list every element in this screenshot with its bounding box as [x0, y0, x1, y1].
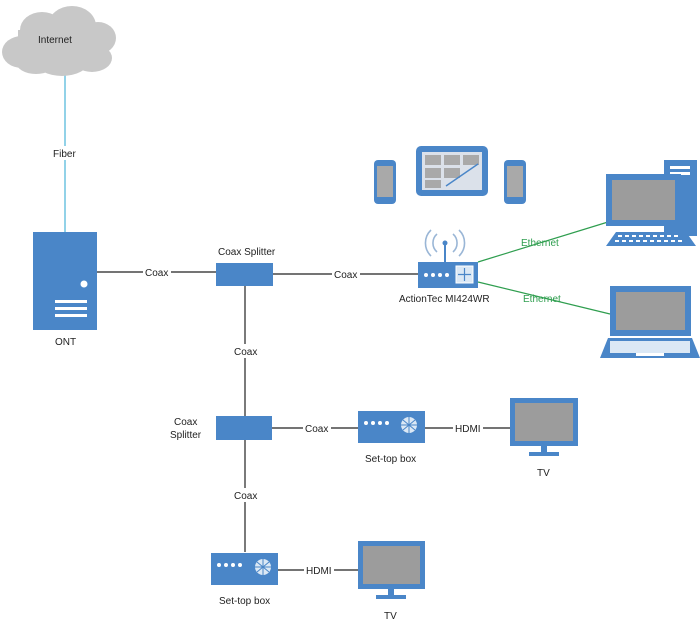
phone-icon-right: [504, 160, 526, 204]
tv-1-icon: [510, 398, 578, 456]
router-icon: [418, 229, 478, 288]
tv-2-icon: [358, 541, 425, 599]
ont-label: ONT: [55, 337, 76, 348]
ethernet-label-laptop: Ethernet: [523, 294, 561, 305]
coax-splitter-top: [216, 263, 273, 286]
coax-splitter-top-label: Coax Splitter: [218, 247, 276, 258]
set-top-box-2-label: Set-top box: [219, 596, 270, 607]
hdmi-label-2: HDMI: [306, 566, 332, 577]
tv-2-label: TV: [384, 611, 397, 622]
fiber-label: Fiber: [53, 149, 76, 160]
set-top-box-2-icon: [211, 553, 278, 585]
laptop-icon: [600, 286, 700, 358]
coax-label-ont-splitter: Coax: [145, 268, 168, 279]
hdmi-label-1: HDMI: [455, 424, 481, 435]
coax-label-splitter-router: Coax: [334, 270, 357, 281]
coax-splitter-mid-label-1: Coax: [174, 417, 197, 428]
phone-icon-left: [374, 160, 396, 204]
coax-label-splitter-down-2: Coax: [234, 491, 257, 502]
internet-cloud-icon: [2, 6, 116, 76]
set-top-box-1-label: Set-top box: [365, 454, 416, 465]
router-label: ActionTec MI424WR: [399, 294, 490, 305]
ont-tower-icon: [33, 232, 97, 330]
connections: [64, 72, 611, 571]
set-top-box-1-icon: [358, 411, 425, 443]
coax-splitter-mid-label-2: Splitter: [170, 430, 202, 441]
internet-label: Internet: [38, 35, 72, 46]
coax-splitter-mid: [216, 416, 272, 440]
ethernet-label-desktop: Ethernet: [521, 238, 559, 249]
desktop-computer-icon: [606, 160, 697, 246]
ethernet-link-desktop: [477, 221, 609, 263]
coax-label-splitter-down: Coax: [234, 347, 257, 358]
ethernet-link-laptop: [477, 281, 611, 315]
tv-1-label: TV: [537, 468, 550, 479]
tablet-icon: [416, 146, 488, 196]
coax-label-splitter-settop: Coax: [305, 424, 328, 435]
